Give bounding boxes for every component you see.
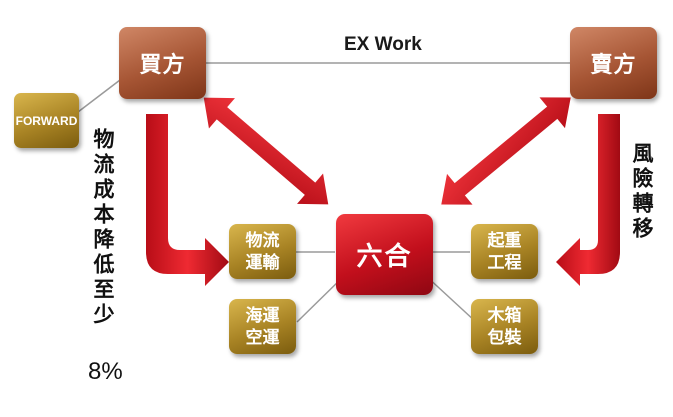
sea-line1: 海運 — [245, 305, 280, 326]
logistics-line2: 運輸 — [245, 252, 280, 273]
sea-air-box: 海運 空運 — [229, 299, 296, 354]
lifting-line1: 起重 — [487, 230, 522, 251]
center-to-crating-line — [424, 274, 477, 323]
buyer-center-double-arrow — [203, 97, 329, 205]
buyer-box: 買方 — [119, 27, 206, 99]
seller-center-double-arrow — [441, 97, 571, 205]
forward-box: FORWARD — [14, 93, 79, 148]
sea-line2: 空運 — [245, 327, 280, 348]
lifting-line2: 工程 — [487, 252, 522, 273]
lifting-engineering-box: 起重 工程 — [471, 224, 538, 279]
seller-to-lifting-arrow — [556, 114, 620, 286]
cost-reduction-note: 物流成本降低至少 — [91, 128, 115, 328]
center-label: 六合 — [356, 242, 413, 272]
cost-reduction-percent: 8% — [88, 358, 123, 385]
logistics-transport-box: 物流 運輸 — [229, 224, 296, 279]
buyer-label: 買方 — [139, 53, 186, 78]
exwork-label: EX Work — [340, 34, 426, 56]
forward-label: FORWARD — [15, 113, 78, 128]
seller-box: 賣方 — [570, 27, 657, 99]
logistics-line1: 物流 — [245, 230, 280, 251]
crating-packing-box: 木箱 包裝 — [471, 299, 538, 354]
buyer-to-logistics-arrow — [146, 114, 229, 286]
risk-transfer-note: 風險轉移 — [630, 142, 654, 242]
center-box: 六合 — [336, 214, 433, 295]
crating-line2: 包裝 — [487, 327, 522, 348]
crating-line1: 木箱 — [487, 305, 522, 326]
seller-label: 賣方 — [590, 53, 637, 78]
forward-line — [77, 79, 121, 113]
